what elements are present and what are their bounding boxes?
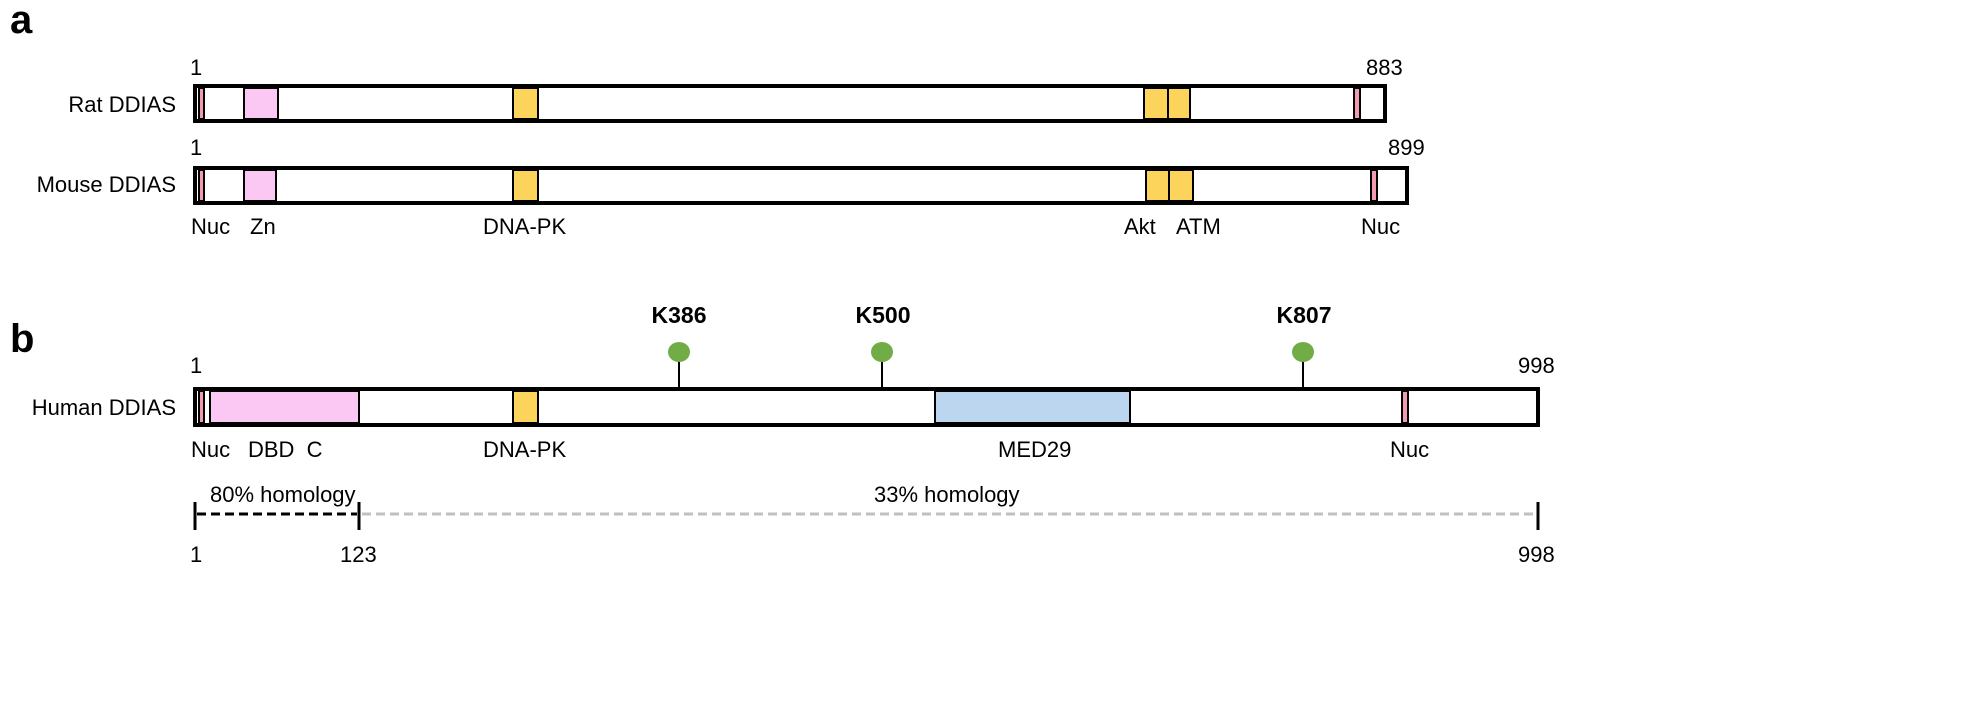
human-end-number: 998 xyxy=(1518,353,1555,378)
mouse-dna-pk-domain xyxy=(512,169,539,202)
rodent-label-akt: Akt xyxy=(1124,214,1156,239)
human-start-number: 1 xyxy=(190,353,202,378)
mouse-ddias-bar xyxy=(193,166,1409,205)
rodent-label-zn: Zn xyxy=(250,214,276,239)
mouse-nuc-c-domain xyxy=(1370,169,1378,202)
human-label-nuc-n: Nuc xyxy=(191,437,230,462)
rat-ddias-label: Rat DDIAS xyxy=(68,92,176,117)
human-label-dna-pk: DNA-PK xyxy=(483,437,566,462)
rat-ddias-bar xyxy=(193,84,1387,123)
rat-start-number: 1 xyxy=(190,55,202,80)
human-label-med29: MED29 xyxy=(998,437,1071,462)
rat-akt-domain xyxy=(1143,87,1169,120)
mouse-zn-domain xyxy=(243,169,277,202)
rat-nuc-n-domain xyxy=(198,87,205,120)
rat-zn-domain xyxy=(243,87,279,120)
k807-label: K807 xyxy=(1277,302,1332,328)
rat-protein-backbone xyxy=(193,84,1387,123)
rat-dna-pk-domain xyxy=(512,87,539,120)
ubiquitination-sites: K386 K500 K807 xyxy=(652,302,1332,390)
panel-a-letter: a xyxy=(10,0,33,42)
mouse-nuc-n-domain xyxy=(198,169,205,202)
human-label-dbd-c: DBD C xyxy=(248,437,323,462)
k500-label: K500 xyxy=(856,302,911,328)
rat-atm-domain xyxy=(1167,87,1191,120)
mouse-end-number: 899 xyxy=(1388,135,1425,160)
human-med29-domain xyxy=(934,390,1131,424)
rodent-label-nuc-n: Nuc xyxy=(191,214,230,239)
human-nuc-n-domain xyxy=(198,390,205,424)
mouse-protein-backbone xyxy=(193,166,1409,205)
homology-start-number: 1 xyxy=(190,542,202,567)
homology-80-label: 80% homology xyxy=(210,482,356,507)
homology-end-number: 998 xyxy=(1518,542,1555,567)
rat-end-number: 883 xyxy=(1366,55,1403,80)
rodent-label-nuc-c: Nuc xyxy=(1361,214,1400,239)
human-dbd-c-domain xyxy=(209,390,360,424)
human-ddias-label: Human DDIAS xyxy=(32,395,176,420)
k807-site-marker xyxy=(1292,342,1314,362)
homology-33-label: 33% homology xyxy=(874,482,1020,507)
mouse-akt-domain xyxy=(1145,169,1170,202)
k386-site-marker xyxy=(668,342,690,362)
human-nuc-c-domain xyxy=(1401,390,1409,424)
panel-b-letter: b xyxy=(10,317,34,361)
mouse-atm-domain xyxy=(1168,169,1194,202)
human-dna-pk-domain xyxy=(512,390,539,424)
mouse-ddias-label: Mouse DDIAS xyxy=(37,172,176,197)
rodent-label-atm: ATM xyxy=(1176,214,1221,239)
homology-scale: 80% homology 33% homology 1 123 998 xyxy=(190,482,1555,567)
homology-mid-number: 123 xyxy=(340,542,377,567)
rodent-label-dna-pk: DNA-PK xyxy=(483,214,566,239)
mouse-start-number: 1 xyxy=(190,135,202,160)
k500-site-marker xyxy=(871,342,893,362)
human-protein-backbone xyxy=(193,387,1540,427)
human-label-nuc-c: Nuc xyxy=(1390,437,1429,462)
rat-nuc-c-domain xyxy=(1353,87,1361,120)
human-ddias-bar xyxy=(193,387,1540,427)
k386-label: K386 xyxy=(652,302,707,328)
